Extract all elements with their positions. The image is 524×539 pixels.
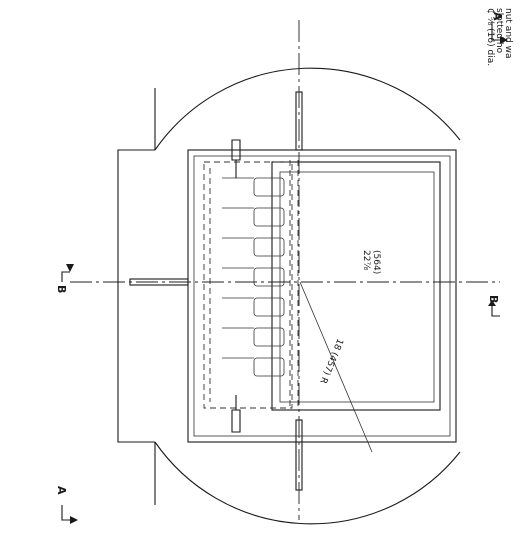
cell-7 xyxy=(253,357,285,377)
cell-3 xyxy=(253,237,285,257)
note-line-2: slotted ho xyxy=(494,8,504,54)
width-metric-text: (564) xyxy=(371,250,381,274)
cell-4 xyxy=(253,267,285,287)
bracket-top xyxy=(231,139,241,178)
bracket-bottom xyxy=(231,395,241,433)
enclosure-inner xyxy=(193,155,451,437)
width-dimension: 22⅞ (564) xyxy=(361,250,381,274)
cell-1 xyxy=(253,177,285,197)
width-imperial-text: 22⅞ xyxy=(361,250,371,270)
cell-stack xyxy=(222,177,285,377)
section-label-a-bottom: A xyxy=(55,486,68,495)
section-label-b-left: B xyxy=(55,285,68,293)
note-line-1: ₵ ⅝ (16) dia. xyxy=(485,8,495,66)
arrow-up-icon xyxy=(66,264,74,272)
arrow-right-icon xyxy=(70,516,78,524)
door-frame xyxy=(271,161,441,411)
radius-leader xyxy=(299,281,373,453)
door-frame-inner xyxy=(279,171,435,403)
circular-shell-outline xyxy=(154,67,461,525)
section-marker-a-top: A xyxy=(491,12,508,44)
section-label-a-top: A xyxy=(491,12,504,21)
arrow-right-icon xyxy=(500,36,508,44)
cell-leads xyxy=(222,177,254,359)
section-label-b-right: B xyxy=(487,295,500,303)
hidden-compartment xyxy=(203,161,293,409)
enclosure-outer xyxy=(187,149,457,443)
cell-6 xyxy=(253,327,285,347)
cell-5 xyxy=(253,297,285,317)
section-marker-b-right: B xyxy=(487,295,500,317)
section-marker-a-bottom: A xyxy=(55,486,78,524)
arrow-up-icon xyxy=(488,300,496,306)
section-marker-b-left: B xyxy=(55,264,74,293)
note-line-3: nut and wa xyxy=(503,8,513,58)
left-flange xyxy=(117,149,155,443)
hardware-note: ₵ ⅝ (16) dia. slotted ho nut and wa xyxy=(485,8,513,66)
cell-2 xyxy=(253,207,285,227)
